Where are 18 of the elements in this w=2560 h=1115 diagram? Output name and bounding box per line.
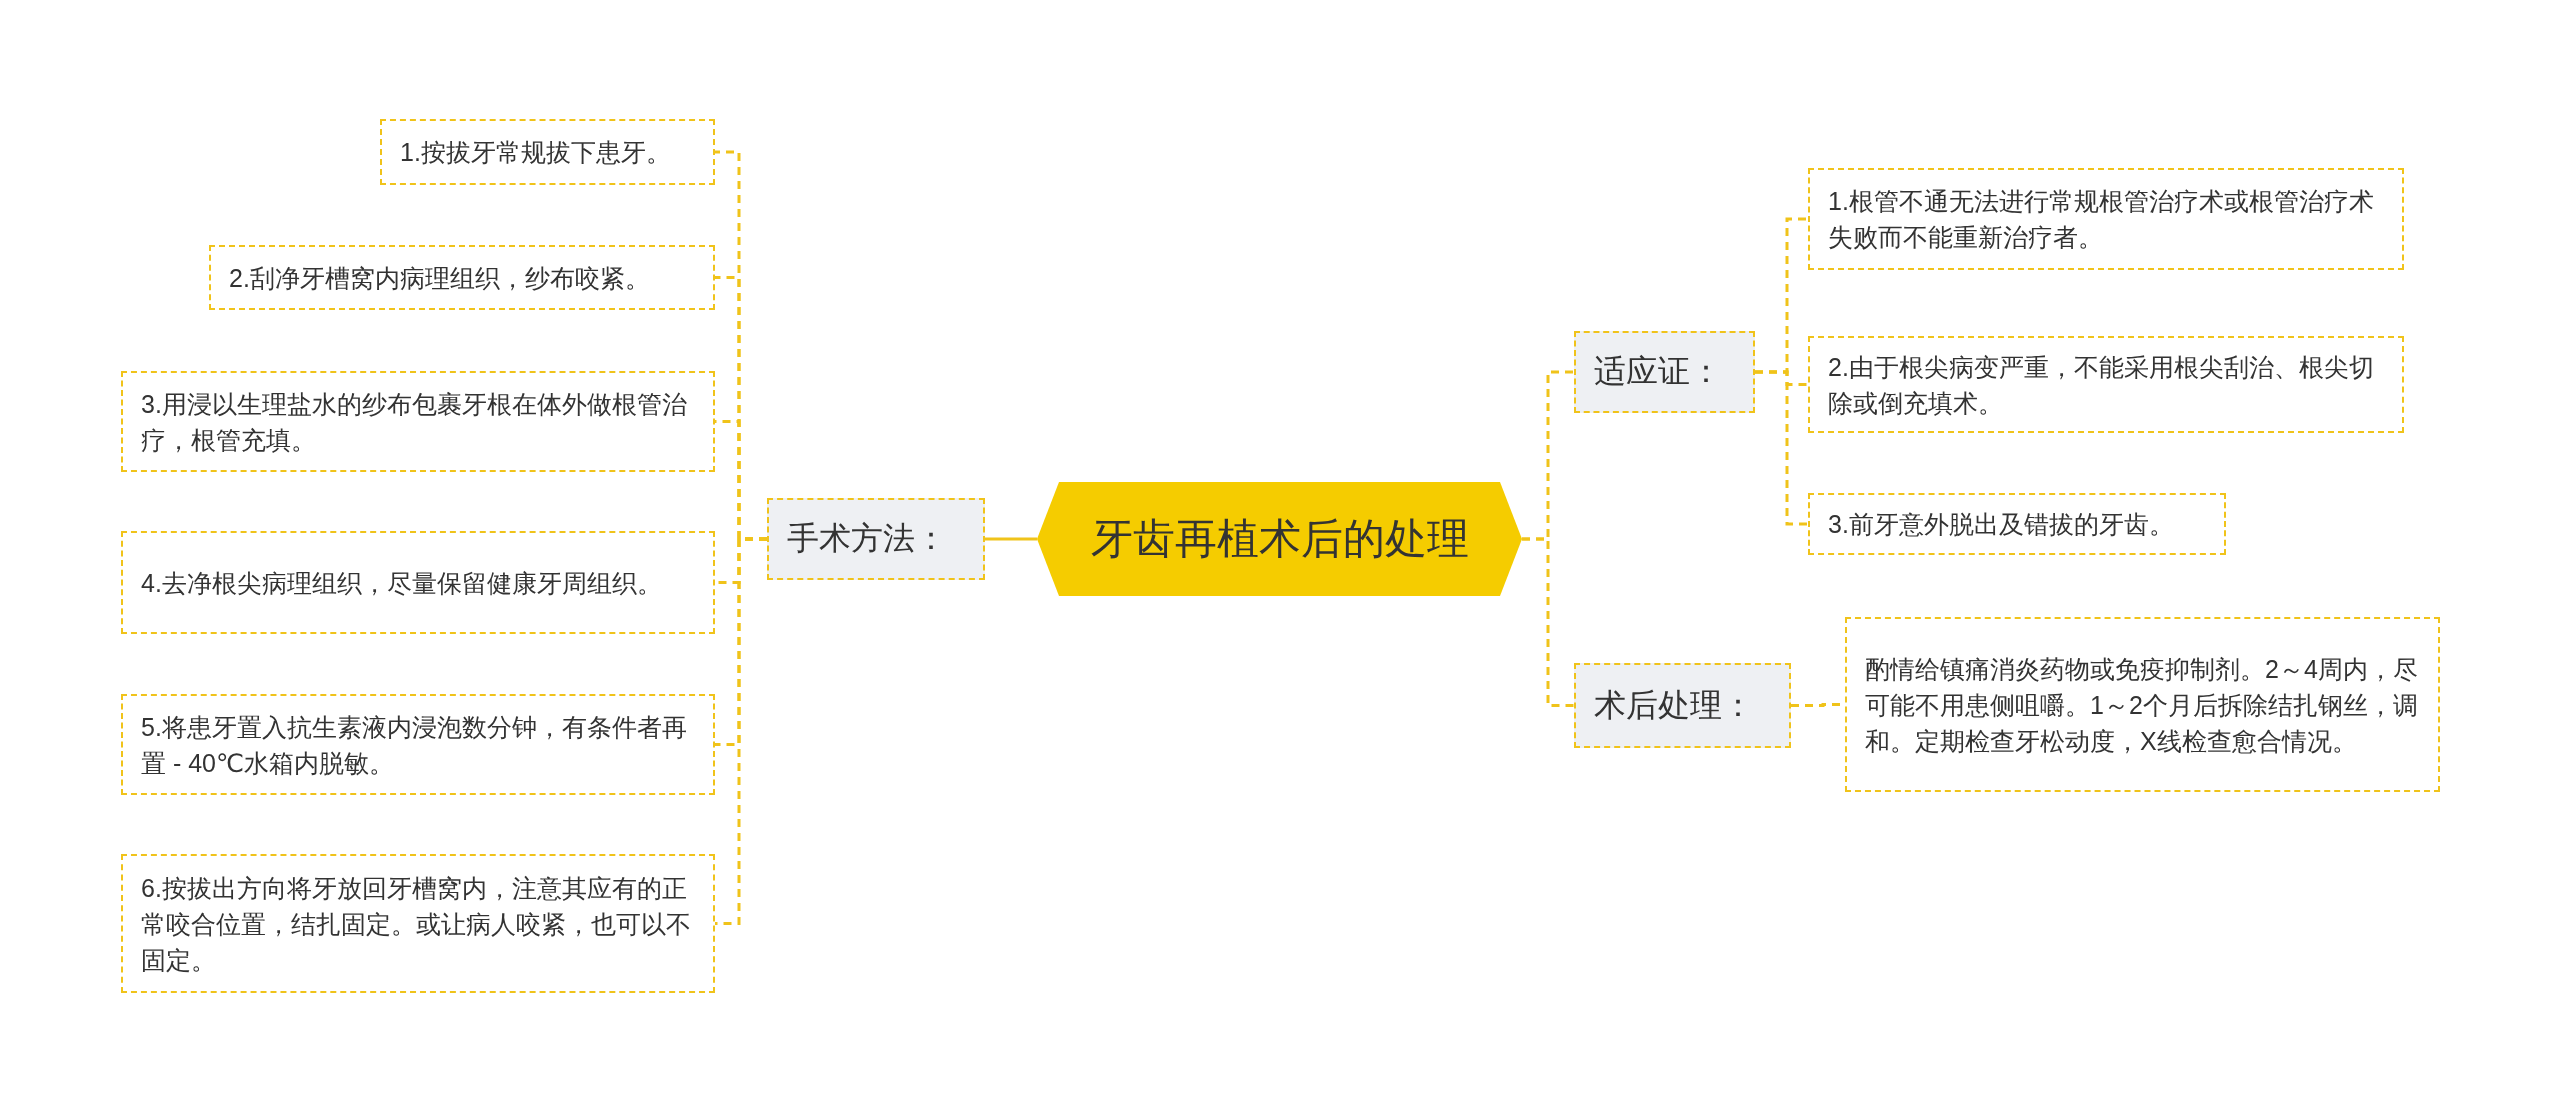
connector-line (1755, 370, 1808, 526)
note-box: 3.前牙意外脱出及错拔的牙齿。 (1808, 493, 2226, 555)
note-box: 2.刮净牙槽窝内病理组织，纱布咬紧。 (209, 245, 715, 310)
note-box: 2.由于根尖病变严重，不能采用根尖刮治、根尖切除或倒充填术。 (1808, 336, 2404, 433)
note-box: 1.按拔牙常规拔下患牙。 (380, 119, 715, 185)
topic-box: 手术方法： (767, 498, 985, 580)
note-box: 4.去净根尖病理组织，尽量保留健康牙周组织。 (121, 531, 715, 634)
note-box: 1.根管不通无法进行常规根管治疗术或根管治疗术失败而不能重新治疗者。 (1808, 168, 2404, 270)
topic-box: 术后处理： (1574, 663, 1791, 748)
note-box: 5.将患牙置入抗生素液内浸泡数分钟，有条件者再置 - 40℃水箱内脱敏。 (121, 694, 715, 795)
note-box: 3.用浸以生理盐水的纱布包裹牙根在体外做根管治疗，根管充填。 (121, 371, 715, 472)
central-topic: 牙齿再植术后的处理 (1037, 482, 1522, 596)
note-box: 酌情给镇痛消炎药物或免疫抑制剂。2～4周内，尽可能不用患侧咀嚼。1～2个月后拆除结扎钢丝，调和。定期检查牙松动度，X线检查愈合情况。 (1845, 617, 2440, 792)
connector-line (1522, 537, 1574, 707)
connector-line (715, 537, 767, 925)
note-box: 6.按拔出方向将牙放回牙槽窝内，注意其应有的正常咬合位置，结扎固定。或让病人咬紧，也可以不固定。 (121, 854, 715, 993)
connector-line (985, 537, 1037, 541)
topic-box: 适应证： (1574, 331, 1755, 413)
